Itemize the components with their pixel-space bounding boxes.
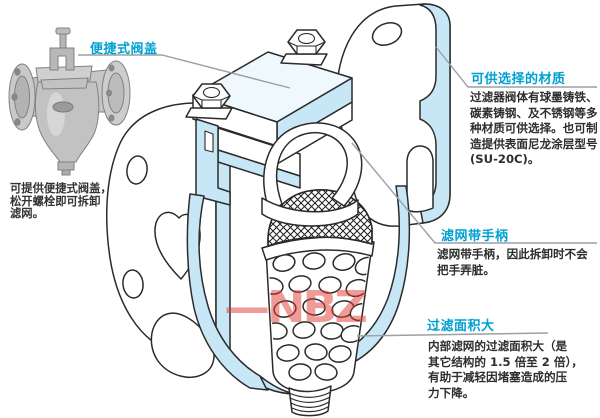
flange-bolt-hole [371,22,403,46]
basket-handle-strap [261,197,359,227]
hex-bolt [280,29,328,66]
callout-title-area: 过滤面积大 [427,319,495,334]
hex-bolt [185,83,233,120]
photo-body [34,81,100,163]
strainer-basket [261,122,375,417]
callout-title-bonnet: 便捷式阀盖 [90,42,158,57]
leader-line-materials [435,46,597,88]
leader-lines [78,46,597,337]
cutaway-diagram [105,3,451,417]
callout-body-area: 内部滤网的过滤面积大（是 其它结构的 1.5 倍至 2 倍）， 有助于减轻因堵塞… [428,339,583,400]
basket-rim [261,236,375,261]
callout-title-handle: 滤网带手柄 [441,229,509,244]
leader-line-area [356,332,549,337]
flange-bolt-hole [126,155,148,185]
drain-plug [288,385,332,417]
flange-bolt-hole [122,269,144,299]
callout-title-materials: 可供选择的材质 [471,72,566,87]
callout-body-handle: 滤网带手柄，因此拆卸时不会 把手弄脏。 [437,247,588,277]
flange-bolt-slot [406,145,434,213]
leader-line-bonnet [78,54,291,89]
photo-caption: 可提供便捷式阀盖， 松开螺栓即可拆卸 滤网。 [10,182,112,221]
outlet-flange-cut [335,3,451,227]
bonnet-cover [185,29,353,206]
photo-nameplate [52,101,74,113]
photo-tbolt-cap [55,27,71,35]
watermark-logo: —NBZ [224,281,368,333]
photo-clamp [49,47,75,71]
leader-line-handle [351,142,597,244]
callout-body-materials: 过滤器阀体有球墨铸铁、 碳素铸钢、及不锈钢等多 种材质可供选择。也可制 造提供表… [470,90,598,166]
product-photo [8,27,131,176]
